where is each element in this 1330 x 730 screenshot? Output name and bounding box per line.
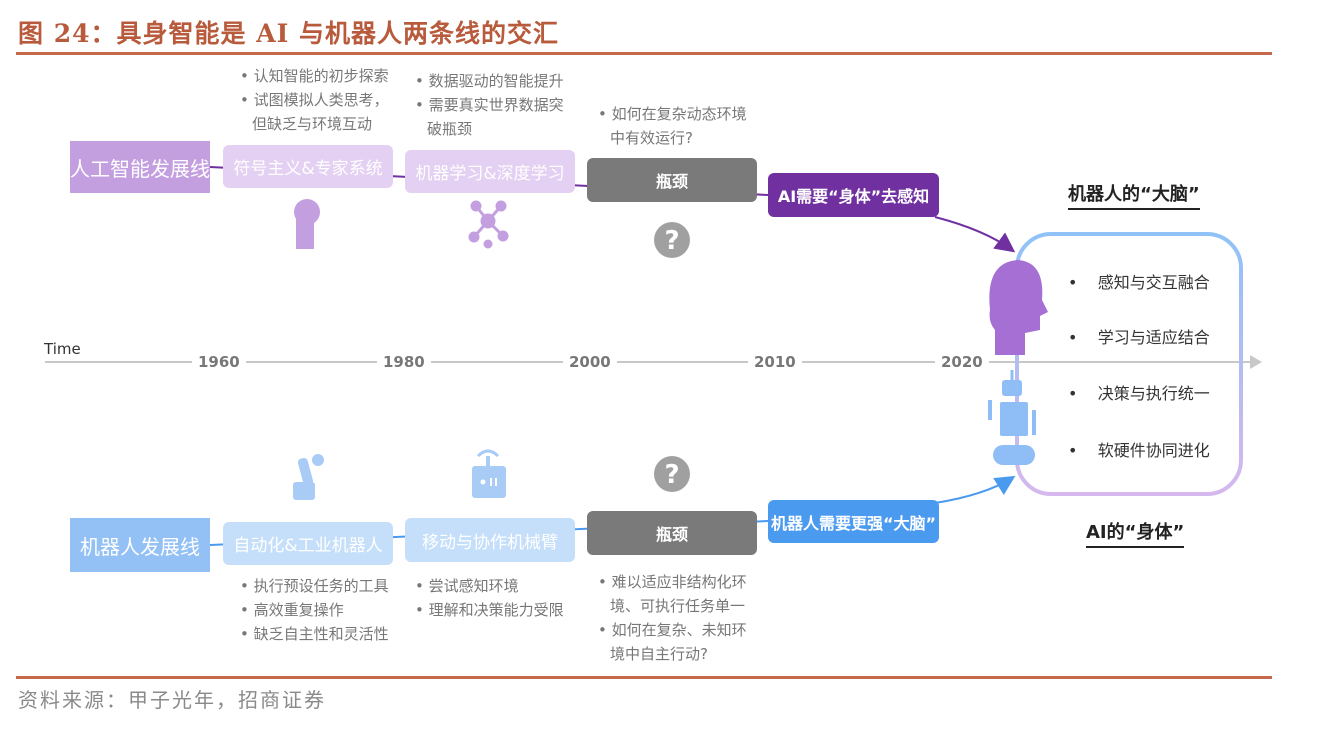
- ai-stage-ml: 机器学习&深度学习: [405, 150, 575, 193]
- robot-icon: [988, 370, 1036, 465]
- robot-notes-industrial: 执行预设任务的工具高效重复操作缺乏自主性和灵活性: [240, 574, 400, 646]
- year-label: 1960: [192, 353, 246, 371]
- question-icon: ?: [654, 222, 690, 258]
- robot-stage-mobile: 移动与协作机械臂: [405, 518, 575, 562]
- robot-brain-heading: 机器人的“大脑”: [1068, 180, 1200, 210]
- year-label: 2010: [748, 353, 802, 371]
- ai-lane-label: 人工智能发展线: [70, 141, 210, 193]
- robot-notes-bottleneck: 难以适应非结构化环境、可执行任务单一如何在复杂、未知环境中自主行动?: [598, 570, 748, 666]
- question-icon: ?: [654, 456, 690, 492]
- top-rule: [16, 52, 1272, 55]
- convergence-item: • 学习与适应结合: [1068, 328, 1210, 347]
- robot-stage-bottleneck: 瓶颈: [587, 511, 757, 555]
- svg-text:?: ?: [664, 226, 679, 256]
- convergence-item: • 感知与交互融合: [1068, 273, 1210, 292]
- head-icon: [294, 199, 320, 249]
- ai-notes-bottleneck: 如何在复杂动态环境中有效运行?: [598, 102, 748, 150]
- robot-lane-label: 机器人发展线: [70, 518, 210, 572]
- robot-needs-brain: 机器人需要更强“大脑”: [768, 500, 939, 543]
- source-note: 资料来源：甲子光年，招商证券: [18, 688, 326, 712]
- robot-stage-industrial: 自动化&工业机器人: [223, 522, 393, 565]
- robot-arm-icon: [293, 454, 324, 500]
- ai-stage-bottleneck: 瓶颈: [587, 158, 757, 202]
- year-label: 2020: [935, 353, 989, 371]
- ai-needs-body: AI需要“身体”去感知: [768, 173, 939, 217]
- robot-to-body-arrow: [934, 475, 1016, 504]
- svg-text:?: ?: [664, 460, 679, 490]
- figure-title: 图 24：具身智能是 AI 与机器人两条线的交汇: [18, 19, 559, 48]
- timeline-label: Time: [44, 340, 81, 358]
- brain-head-icon: [989, 260, 1048, 355]
- timeline-arrow-icon: [1250, 355, 1262, 369]
- convergence-item: • 决策与执行统一: [1068, 384, 1210, 403]
- ai-notes-symbolic: 认知智能的初步探索试图模拟人类思考，但缺乏与环境互动: [240, 64, 390, 136]
- ai-stage-symbolic: 符号主义&专家系统: [223, 145, 393, 188]
- network-icon: [468, 200, 509, 249]
- ai-body-heading: AI的“身体”: [1086, 518, 1185, 548]
- convergence-item: • 软硬件协同进化: [1068, 441, 1210, 460]
- bottom-rule: [16, 676, 1272, 679]
- robot-notes-mobile: 尝试感知环境理解和决策能力受限: [415, 574, 575, 622]
- year-label: 1980: [377, 353, 431, 371]
- year-label: 2000: [563, 353, 617, 371]
- convergence-box: [1015, 232, 1243, 496]
- device-icon: [472, 449, 506, 498]
- ai-notes-ml: 数据驱动的智能提升需要真实世界数据突破瓶颈: [415, 69, 565, 141]
- ai-to-brain-arrow: [934, 216, 1016, 253]
